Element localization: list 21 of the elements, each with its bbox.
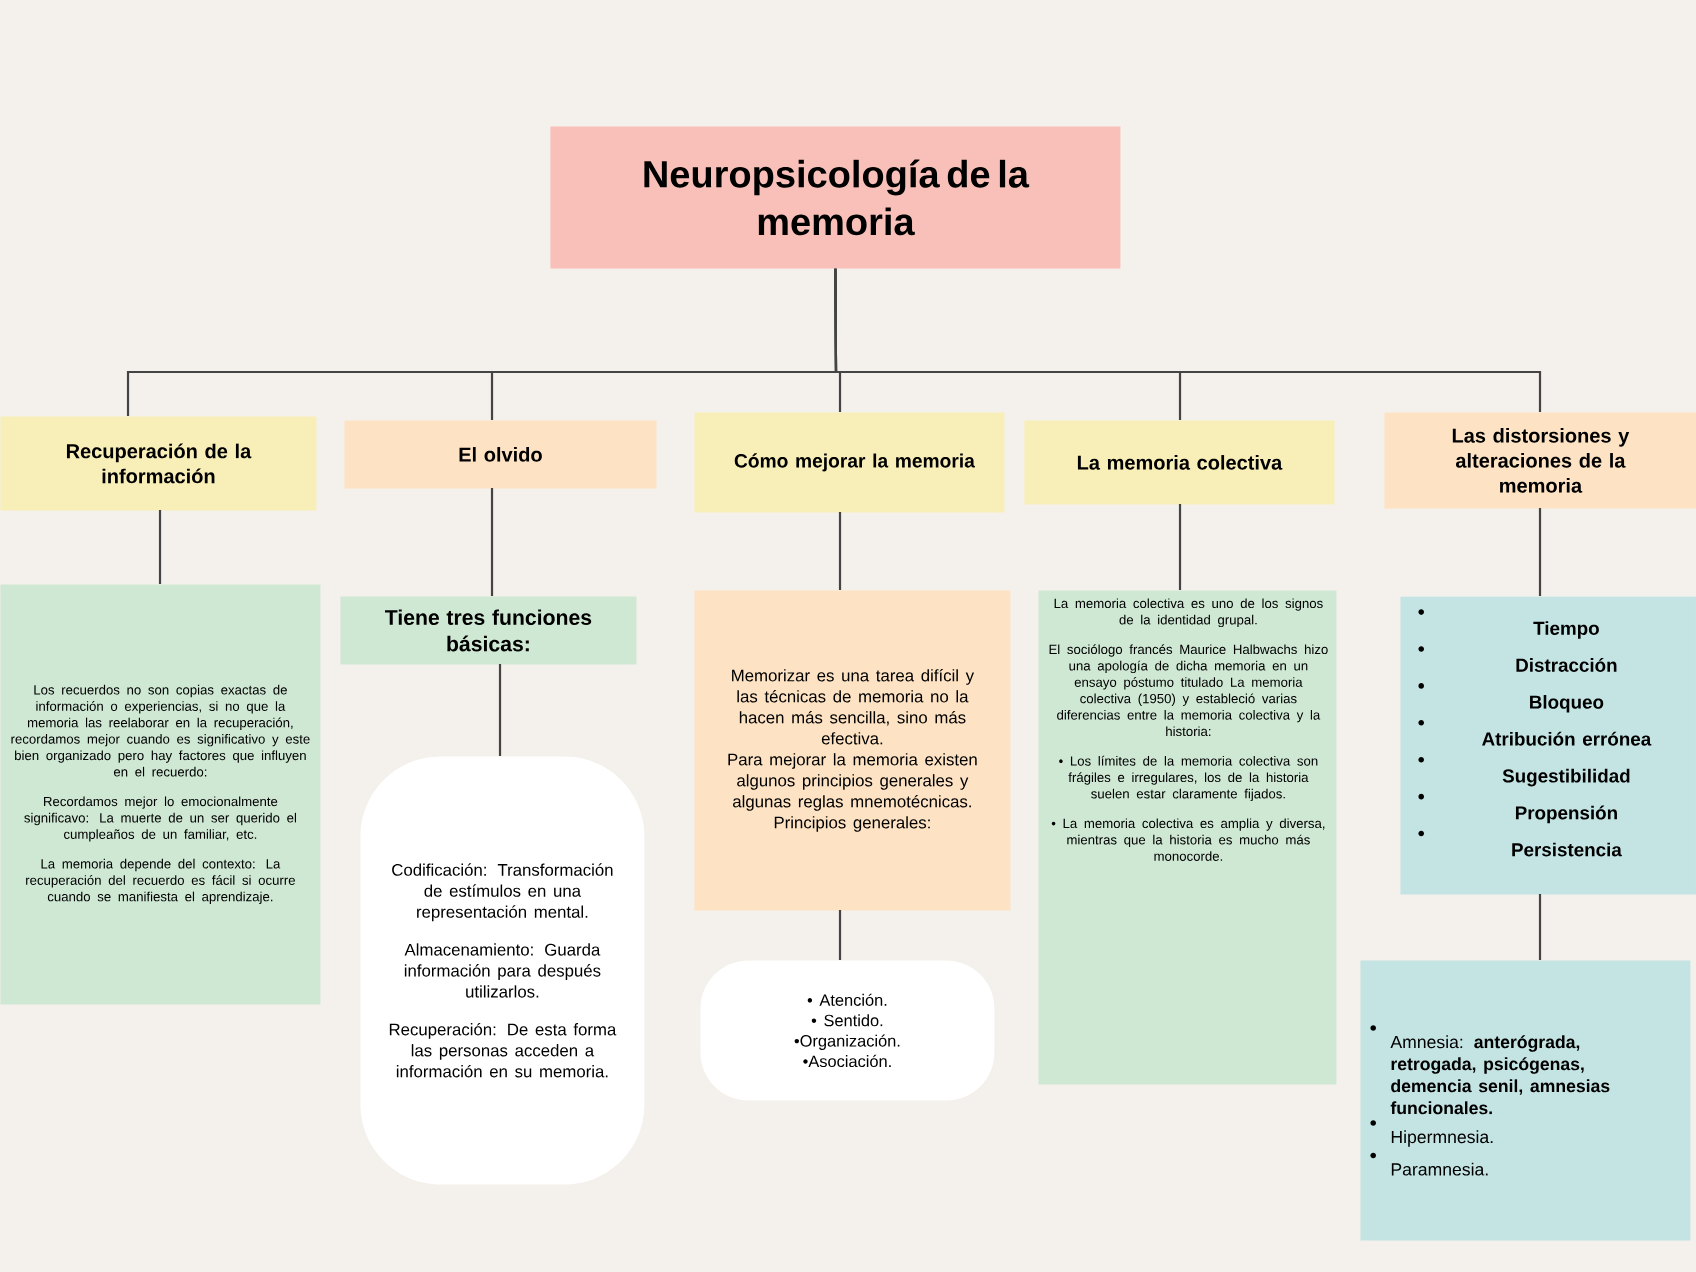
topic-box: Cómo mejorar la memoria (694, 412, 1005, 513)
text-box: Codificación: Transformación de estímulos en una representación mental. Almacenamiento: Guarda información para después utilizarlos. Recuperación: De esta forma las personas acceden a información en su memoria. (360, 756, 645, 1185)
topic-box: Las distorsiones y alteraciones de la memoria (1384, 412, 1696, 509)
subtopic-box: Tiene tres funciones básicas: (340, 596, 637, 665)
topic-box: La memoria colectiva (1024, 420, 1335, 505)
connector-line (1538, 508, 1542, 596)
list-box: • Atención. • Sentido. •Organización. •Asociación. (700, 960, 995, 1101)
connector-line (490, 488, 494, 596)
topic-box: El olvido (344, 420, 657, 489)
text-box: Memorizar es una tarea difícil y las técnicas de memoria no la hacen más sencilla, sino más efectiva. Para mejorar la memoria existen algunos principios generales y algunas reglas mnemotécnicas. Principios generales: (694, 590, 1011, 911)
title-box: Neuropsicología de la memoria (550, 126, 1121, 269)
connector-line (158, 510, 162, 584)
list-box: Amnesia: anterógrada, retrogada, psicógenas, demencia senil, amnesias funcionales. Hipermnesia. Paramnesia. (1360, 960, 1691, 1241)
connector-line (834, 268, 1542, 412)
connector-line (838, 910, 842, 960)
topic-box: Recuperación de la información (0, 416, 317, 511)
connector-line (1538, 894, 1542, 960)
connector-line (1178, 504, 1182, 590)
list-box: Tiempo Distracción Bloqueo Atribución errónea Sugestibilidad Propensión Persistencia (1400, 596, 1696, 895)
connector-line (838, 512, 842, 590)
connector-line (498, 664, 502, 756)
